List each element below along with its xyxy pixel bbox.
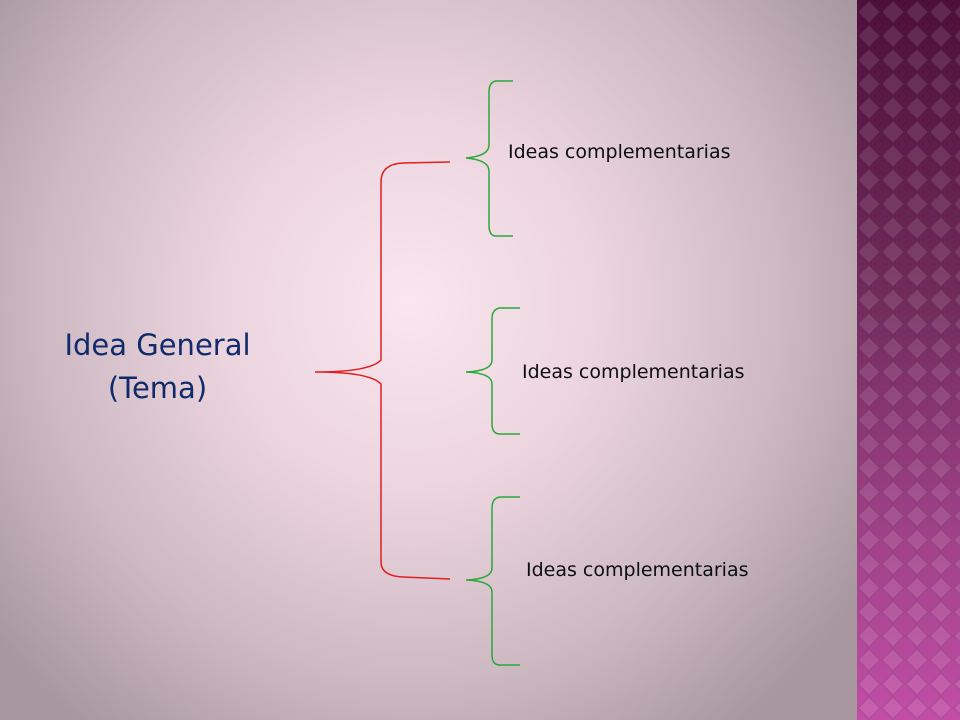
main-idea-text: Idea General (Tema) xyxy=(40,324,275,410)
main-brace xyxy=(314,161,451,580)
diamond-pattern xyxy=(857,0,960,720)
sub-brace-2 xyxy=(465,307,520,435)
slide-background xyxy=(0,0,857,720)
sub-idea-3: Ideas complementarias xyxy=(526,559,749,581)
sub-brace-3 xyxy=(465,496,520,666)
sub-idea-2: Ideas complementarias xyxy=(522,361,745,383)
sub-brace-1 xyxy=(465,80,513,237)
sub-idea-1: Ideas complementarias xyxy=(508,141,731,163)
main-idea-title: Idea General xyxy=(64,328,251,362)
decorative-side-panel xyxy=(857,0,960,720)
main-idea-subtitle: (Tema) xyxy=(107,371,208,405)
brace-diagram xyxy=(314,80,520,666)
